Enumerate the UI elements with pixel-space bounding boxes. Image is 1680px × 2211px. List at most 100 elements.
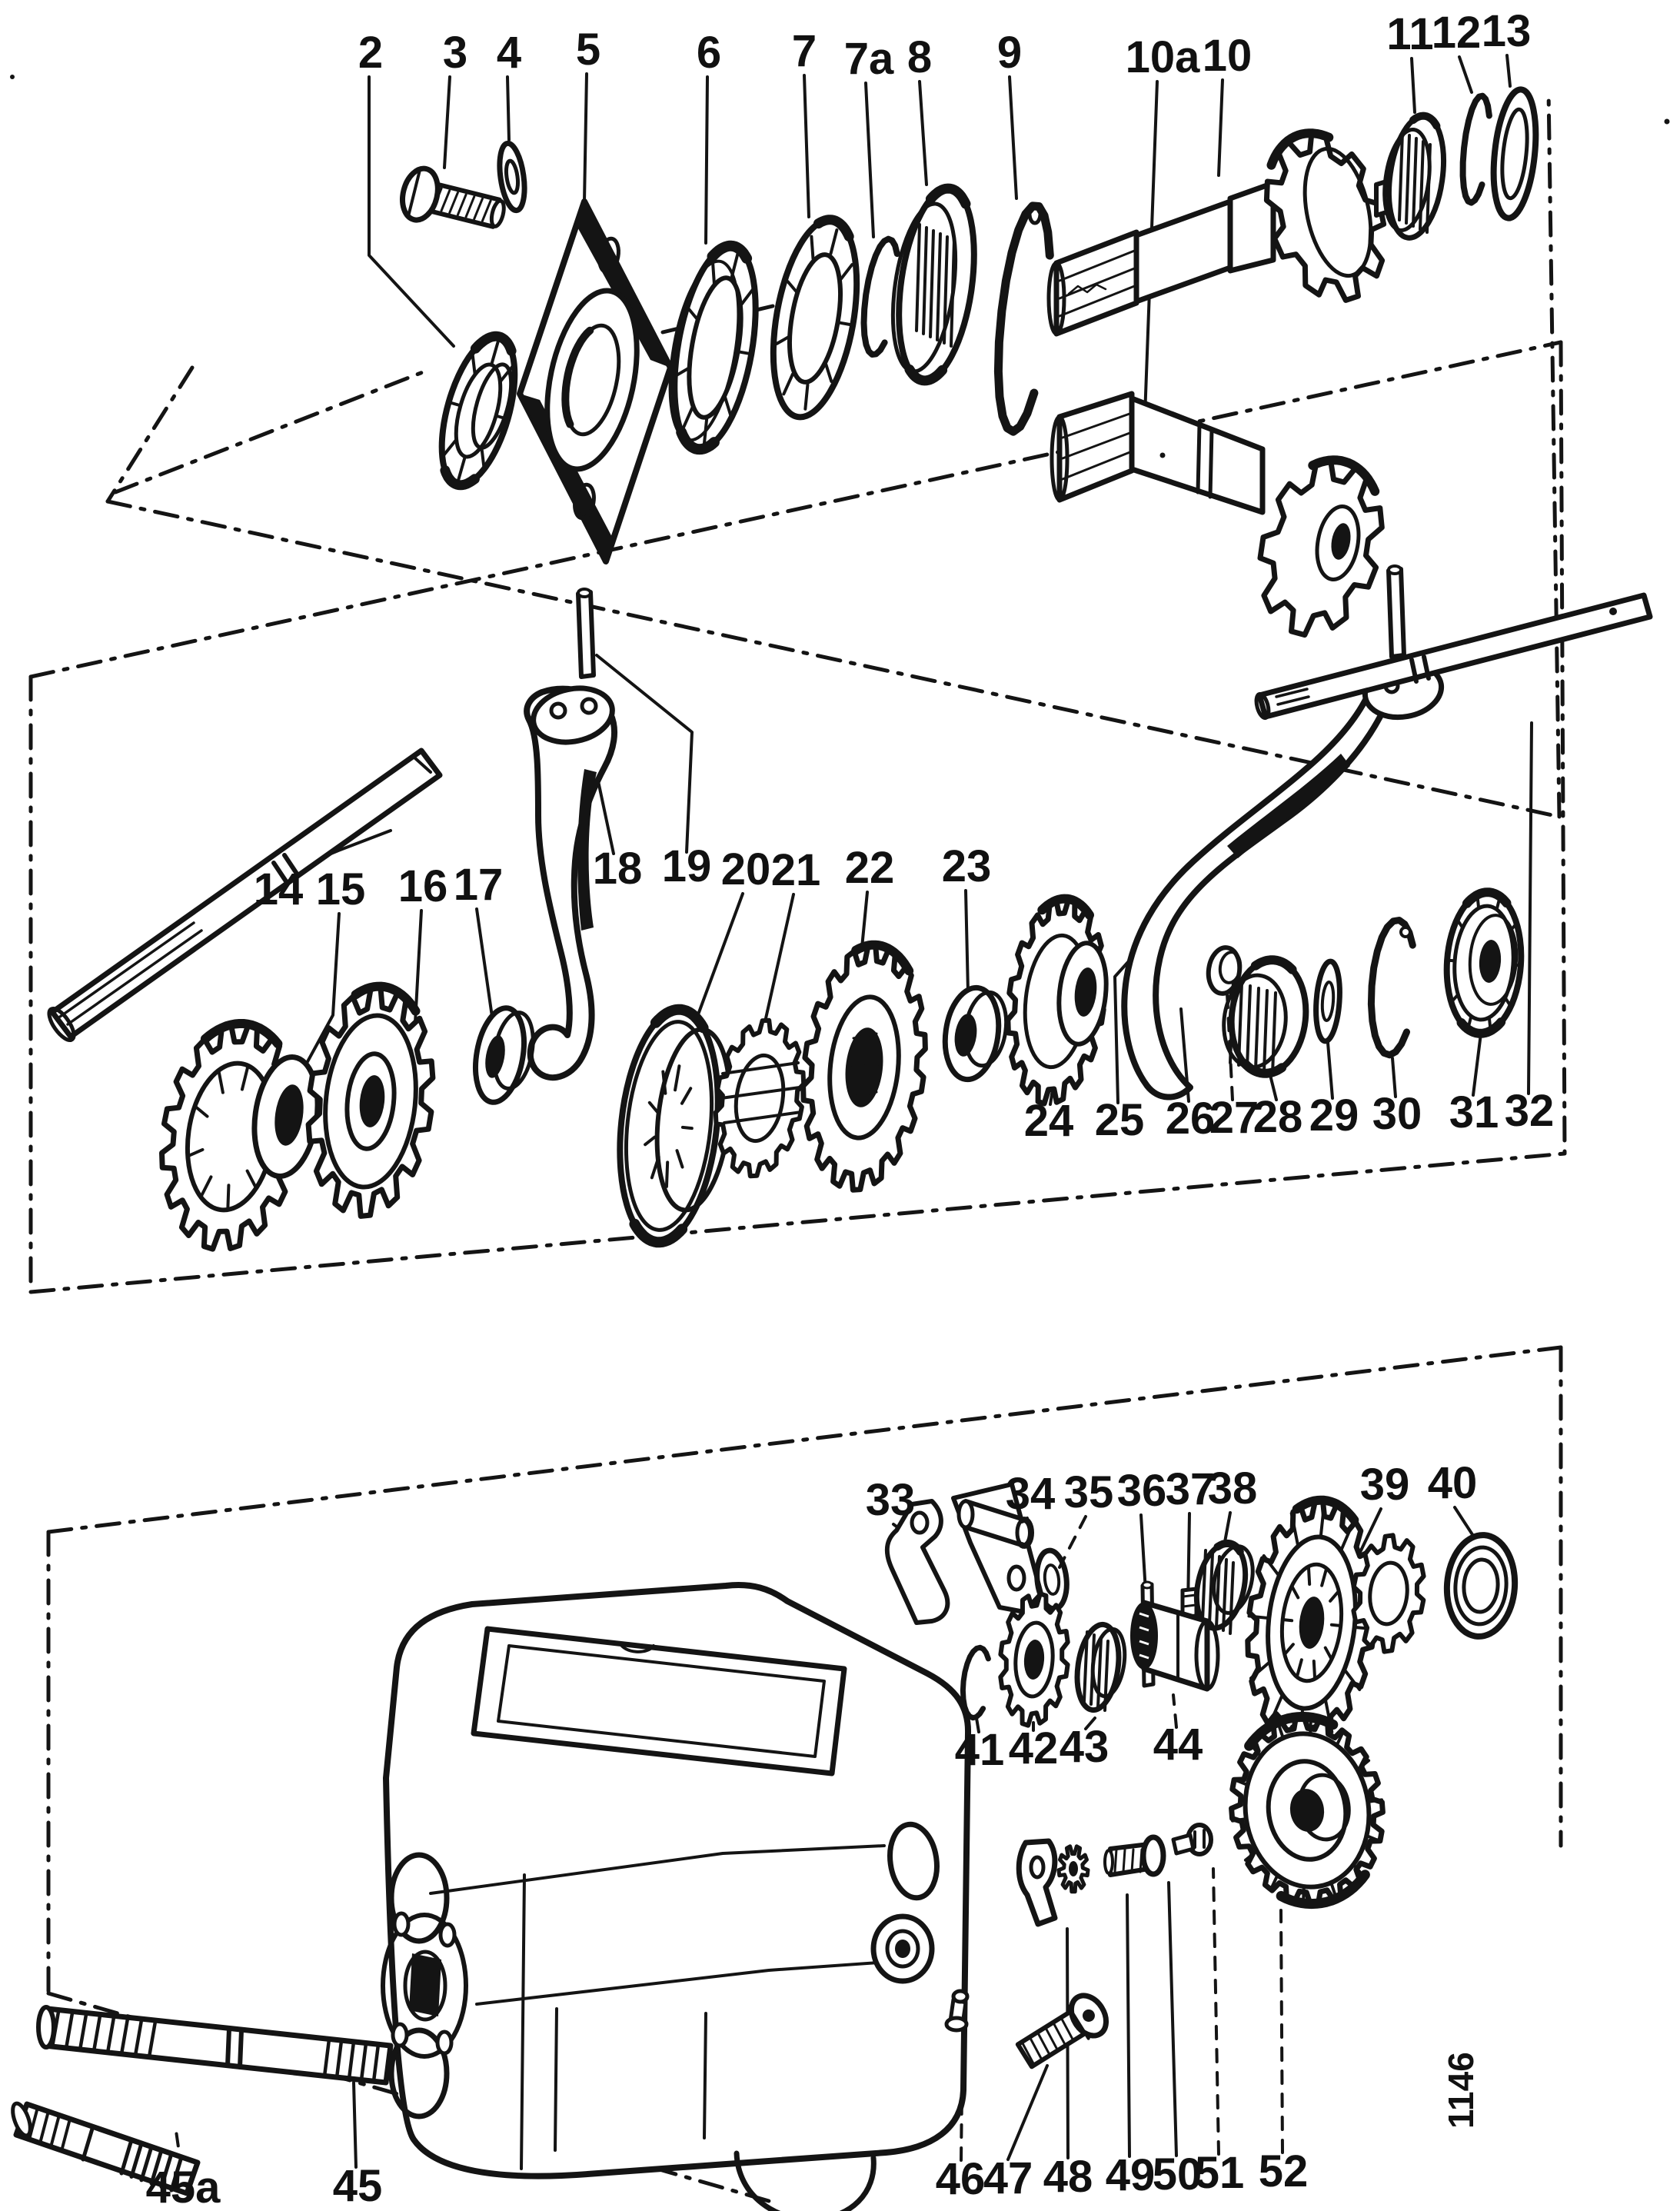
label-leader-lines <box>174 54 1533 2170</box>
part-34-bracket-and-pin <box>951 1482 1043 1614</box>
part-label-10: 10 <box>1203 31 1253 81</box>
part-label-51: 51 <box>1195 2148 1245 2198</box>
leader-21 <box>761 893 795 1034</box>
part-label-28: 28 <box>1253 1092 1303 1142</box>
part-label-40: 40 <box>1428 1458 1478 1508</box>
machine-parts-layer <box>10 75 1670 2211</box>
part-label-47: 47 <box>983 2153 1033 2203</box>
part-label-8: 8 <box>907 32 932 82</box>
part-46-grease-nipple <box>944 1989 970 2033</box>
part-label-29: 29 <box>1309 1091 1359 1140</box>
part-label-32: 32 <box>1505 1086 1555 1136</box>
part-47-banjo-bolt <box>1015 1993 1109 2069</box>
leader-52 <box>1279 1909 1284 2154</box>
outline-bottom-box-top <box>46 1345 1563 1534</box>
part-label-36: 36 <box>1117 1466 1167 1516</box>
part-29-shim-washer <box>1313 958 1342 1044</box>
outline-mid-box-top <box>28 340 1563 679</box>
part-3-hex-bolt <box>400 165 506 229</box>
part-label-7: 7 <box>792 26 817 76</box>
part-31-ball-bearing <box>1443 887 1525 1038</box>
part-45-input-shaft <box>36 2005 394 2086</box>
part-18-shift-fork <box>524 685 618 1081</box>
part-11-needle-cage <box>1382 112 1446 241</box>
part-label-48: 48 <box>1043 2152 1093 2202</box>
part-label-17: 17 <box>454 860 504 910</box>
part-label-2: 2 <box>358 28 383 78</box>
leader-9 <box>1008 75 1018 200</box>
part-label-41: 41 <box>955 1725 1005 1775</box>
part-label-7a: 7a <box>844 34 894 84</box>
part-43-needle-bush <box>1074 1621 1127 1713</box>
part-label-18: 18 <box>593 844 643 894</box>
part-label-6: 6 <box>697 28 721 78</box>
part-label-37: 37 <box>1166 1464 1216 1514</box>
part-4-washer <box>497 140 527 214</box>
part-label-4: 4 <box>497 28 521 78</box>
part-6-ball-bearing <box>668 240 759 455</box>
part-33-detent-lever <box>884 1499 950 1625</box>
part-24-gear-wheel <box>1005 894 1109 1107</box>
part-label-31: 31 <box>1449 1087 1499 1137</box>
part-42-speedo-gear <box>998 1591 1070 1728</box>
part-label-35: 35 <box>1064 1467 1114 1517</box>
part-9-snap-ring <box>993 201 1054 436</box>
part-2-bearing-sleeve <box>438 331 518 491</box>
part-label-45a: 45a <box>146 2163 221 2211</box>
part-label-3: 3 <box>443 28 467 78</box>
part-13-retaining-ring <box>1490 86 1539 221</box>
leader-12 <box>1458 55 1473 94</box>
drawing-number: 1146 <box>1441 2052 1481 2129</box>
part-label-42: 42 <box>1009 1723 1059 1773</box>
leader-28 <box>1269 1074 1278 1101</box>
part-49-lock-washer <box>1056 1844 1090 1894</box>
part-label-52: 52 <box>1259 2146 1309 2196</box>
part-label-30: 30 <box>1372 1089 1422 1139</box>
outline-mid-box-right <box>1559 340 1567 1156</box>
part-30-circlip <box>1367 917 1416 1059</box>
part-label-9: 9 <box>997 28 1022 78</box>
part-label-5: 5 <box>576 25 600 75</box>
part-label-27: 27 <box>1209 1093 1259 1143</box>
part-label-44: 44 <box>1153 1720 1203 1770</box>
leader-10 <box>1217 78 1224 177</box>
part-39-gear-cluster <box>1245 1495 1426 1748</box>
part-label-50: 50 <box>1153 2149 1203 2199</box>
part-label-45: 45 <box>333 2161 383 2211</box>
part-25-shift-fork-2 <box>1121 661 1445 1101</box>
leader-35 <box>1058 1515 1087 1569</box>
part-51-bolt <box>1171 1823 1213 1856</box>
part-40-thrust-washer <box>1443 1532 1519 1640</box>
leader-8 <box>918 80 928 186</box>
part-label-22: 22 <box>845 843 895 893</box>
part-16-sliding-gear <box>305 981 436 1219</box>
part-52-ring-gear <box>1229 1711 1386 1910</box>
part-27-fork-pin <box>1386 564 1406 659</box>
part-label-43: 43 <box>1060 1722 1109 1772</box>
leader-30 <box>1391 1057 1397 1098</box>
part-label-10a: 10a <box>1126 32 1201 82</box>
leader-41 <box>975 1717 980 1733</box>
leader-20 <box>694 892 744 1024</box>
part-label-24: 24 <box>1024 1096 1074 1146</box>
part-label-38: 38 <box>1208 1463 1258 1513</box>
part-label-49: 49 <box>1106 2150 1156 2200</box>
leader-43 <box>1084 1717 1096 1730</box>
part-21-pinion-gear <box>713 1017 807 1179</box>
part-label-12: 12 <box>1432 8 1482 58</box>
leader-29 <box>1326 1041 1334 1100</box>
part-label-46: 46 <box>936 2154 986 2204</box>
outline-top-axis <box>113 367 433 494</box>
part-45-gearbox-housing <box>381 1582 972 2211</box>
leader-22 <box>860 891 869 949</box>
leader-44 <box>1172 1693 1178 1729</box>
leader-13 <box>1505 54 1512 88</box>
part-label-39: 39 <box>1360 1460 1410 1510</box>
part-20-synchro-drum <box>617 1004 733 1248</box>
part-label-20: 20 <box>721 844 771 894</box>
part-7a-circlip <box>860 235 900 358</box>
part-41-circlip <box>960 1644 991 1721</box>
leader-40 <box>1453 1506 1476 1540</box>
